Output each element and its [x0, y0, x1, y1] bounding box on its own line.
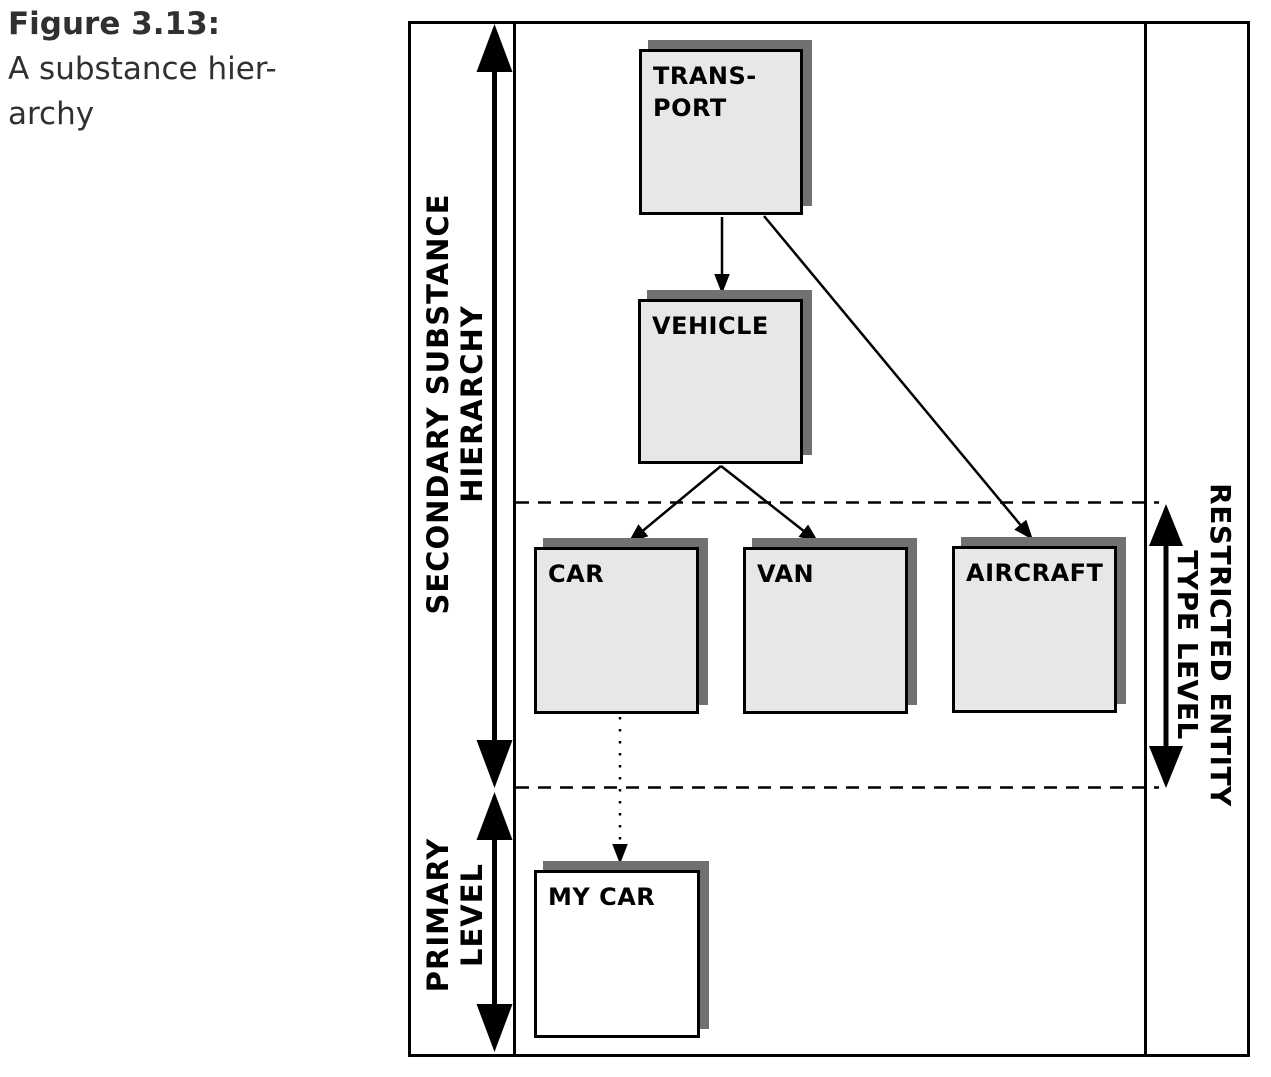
diagram-frame: [408, 21, 1250, 1057]
node-van: VAN: [743, 547, 908, 714]
figure-caption: Figure 3.13: A substance hier- archy: [8, 2, 398, 137]
secondary-substance-hierarchy-label: SECONDARY SUBSTANCE HIERARCHY: [421, 193, 490, 615]
edge-vehicle-van: [720, 465, 820, 544]
node-transport: TRANS- PORT: [639, 49, 803, 215]
node-vehicle: VEHICLE: [638, 299, 803, 464]
figure-caption-line: A substance hier-: [8, 51, 277, 87]
figure-caption-line: archy: [8, 96, 95, 132]
edge-vehicle-car: [627, 465, 722, 544]
figure-number: Figure 3.13:: [8, 6, 221, 42]
node-aircraft: AIRCRAFT: [952, 546, 1117, 713]
primary-level-range-arrow: [476, 792, 513, 1052]
primary-level-label: PRIMARY LEVEL: [421, 837, 490, 993]
restricted-entity-range-arrow: [1149, 504, 1183, 788]
node-my-car: MY CAR: [534, 870, 700, 1038]
restricted-entity-type-level-label: RESTRICTED ENTITY TYPE LEVEL: [1170, 483, 1237, 807]
edge-transport-aircraft: [763, 215, 1034, 541]
node-car: CAR: [534, 547, 699, 714]
secondary-hierarchy-range-arrow: [476, 24, 513, 788]
